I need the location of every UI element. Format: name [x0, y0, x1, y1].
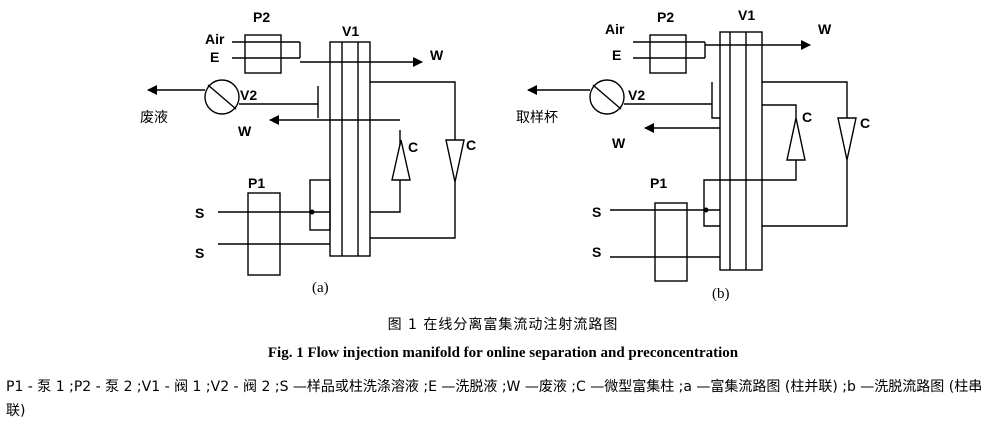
label-s2-a: S	[195, 245, 204, 261]
label-c-left-b: C	[802, 109, 812, 125]
label-air-b: Air	[605, 21, 625, 37]
pump-p2-a	[244, 34, 282, 74]
caption-english: Fig. 1 Flow injection manifold for onlin…	[267, 345, 739, 361]
label-s2-b: S	[592, 244, 601, 260]
label-w-top-a: W	[430, 47, 444, 63]
valve-v2-a	[204, 79, 240, 115]
label-e-b: E	[612, 47, 621, 63]
label-w-mid-b: W	[612, 135, 626, 151]
label-v1-a: V1	[342, 23, 359, 39]
pump-p2-b	[649, 34, 687, 74]
label-p1-a: P1	[248, 175, 265, 191]
sublabel-b: (b)	[712, 286, 730, 302]
label-s1-b: S	[592, 204, 601, 220]
column-c-right-a	[445, 139, 465, 183]
column-c-left-a	[391, 139, 411, 181]
label-waste-a: 废液	[140, 110, 168, 126]
label-w-top-b: W	[818, 21, 832, 37]
label-p2-a: P2	[253, 9, 270, 25]
caption-chinese: 图 1 在线分离富集流动注射流路图	[387, 317, 619, 333]
diagram-a: P2 V1 Air E W 废液 V2 W C C P1 S S (a)	[140, 9, 476, 296]
label-p1-b: P1	[650, 175, 667, 191]
pump-p1-a	[247, 192, 281, 276]
diagram-b: P2 V1 Air E W 取样杯 V2 W C C P1 S S (b)	[516, 7, 870, 302]
label-s1-a: S	[195, 205, 204, 221]
label-cup-b: 取样杯	[516, 110, 558, 126]
valve-v1-b	[719, 31, 763, 271]
label-v2-b: V2	[628, 87, 645, 103]
label-c-right-a: C	[466, 137, 476, 153]
label-v2-a: V2	[240, 87, 257, 103]
sublabel-a: (a)	[312, 280, 329, 296]
valve-v2-b	[589, 79, 625, 115]
label-p2-b: P2	[657, 9, 674, 25]
valve-v1-a	[329, 41, 371, 257]
pump-p1-b	[654, 202, 688, 282]
column-c-right-b	[837, 117, 857, 161]
label-c-left-a: C	[408, 139, 418, 155]
label-c-right-b: C	[860, 115, 870, 131]
label-v1-b: V1	[738, 7, 755, 23]
legend-text: P1 - 泵 1 ;P2 - 泵 2 ;V1 - 阀 1 ;V2 - 阀 2 ;…	[6, 379, 983, 419]
label-air-a: Air	[205, 31, 225, 47]
label-w-mid-a: W	[238, 123, 252, 139]
label-e-a: E	[210, 49, 219, 65]
